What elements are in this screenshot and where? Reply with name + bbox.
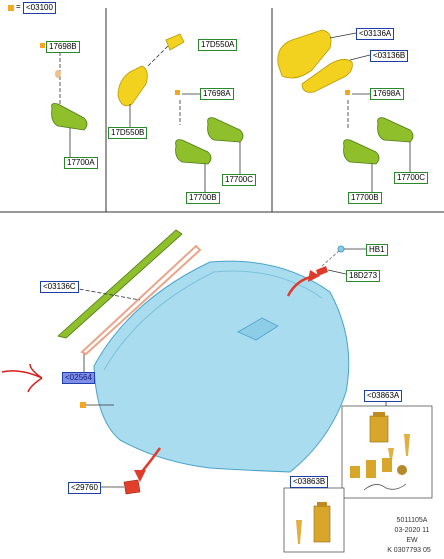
sensor-wire (321, 249, 341, 267)
lower-clip-part-icon (123, 479, 141, 495)
windshield-moulding-icon (57, 229, 183, 339)
part-label-03136a[interactable]: <03136A (356, 28, 395, 40)
rear-view-mirror-a-icon (51, 103, 88, 131)
rear-view-mirror-b2-icon (343, 139, 380, 165)
kit-a-vial-2-icon (366, 460, 376, 478)
part-label-17d550b[interactable]: 17D550B (108, 127, 148, 139)
sensor-mount-icon (237, 317, 279, 341)
part-label-17698a-b[interactable]: 17698A (200, 88, 234, 100)
part-label-03863b[interactable]: <03863B (290, 476, 329, 488)
clip-swatch-b-icon (175, 90, 180, 95)
footer-code-line3: EW (406, 537, 418, 544)
part-label-18d273[interactable]: 18D273 (346, 270, 381, 282)
part-label-29760[interactable]: <29760 (68, 482, 101, 494)
leader-b1 (147, 45, 169, 67)
part-label-17700b-b[interactable]: 17700B (186, 192, 220, 204)
clip-swatch-c-icon (345, 90, 350, 95)
kit-b-cap-icon (317, 502, 327, 507)
kit-a-cap-icon (373, 412, 385, 417)
leader-c2 (349, 54, 371, 61)
part-label-17d550a[interactable]: 17D550A (198, 39, 238, 51)
part-label-17700b-c[interactable]: 17700B (348, 192, 382, 204)
legend-swatch-icon (8, 5, 14, 11)
lower-clip-arrowhead-icon (134, 470, 146, 482)
kit-a-nozzle-icon (404, 434, 410, 456)
part-label-17700c-b[interactable]: 17700C (222, 174, 257, 186)
mirror-housing-cover-b-icon (301, 59, 353, 93)
kit-a-pad-icon (397, 465, 407, 475)
mirror-cover-icon (165, 33, 185, 51)
rear-view-mirror-b-icon (175, 139, 212, 165)
kit-b-cartridge-icon (313, 505, 331, 543)
rear-view-mirror-c-icon (207, 117, 244, 143)
footer-code-line1: 5011105A (396, 517, 428, 524)
kit-a-cord-icon (363, 483, 407, 491)
part-label-hb1[interactable]: HB1 (366, 244, 388, 256)
kit-b-nozzle-icon (296, 520, 302, 544)
windshield-edge-line (103, 270, 323, 371)
part-label-02564[interactable]: <02564 (62, 372, 95, 384)
kit-a-cartridge-icon (369, 415, 389, 443)
windshield-seal-icon (80, 244, 202, 356)
part-label-17698b[interactable]: 17698B (46, 41, 80, 53)
rear-view-mirror-c2-icon (377, 117, 414, 143)
part-label-03136c[interactable]: <03136C (40, 281, 79, 293)
windshield-glass-icon (93, 260, 350, 473)
part-label-17698a-c[interactable]: 17698A (370, 88, 404, 100)
kit-a-vial-1-icon (350, 466, 360, 478)
leader-c1 (329, 32, 357, 39)
clip-swatch-icon (40, 43, 45, 48)
legend-equals: = (16, 2, 21, 11)
part-label-17700c-c[interactable]: 17700C (394, 172, 429, 184)
sensor-bracket-icon (337, 245, 345, 253)
annotation-arrow-icon (1, 363, 43, 393)
leader-w5 (327, 269, 347, 275)
mirror-base-icon (117, 65, 148, 107)
footer-code-line4: K 0307793 05 (387, 547, 431, 554)
part-label-17700a[interactable]: 17700A (64, 157, 98, 169)
lower-clip-swatch-icon (80, 402, 86, 408)
part-label-03136b[interactable]: <03136B (370, 50, 409, 62)
legend-ref-label[interactable]: <03100 (23, 2, 56, 14)
connector-arrowhead-icon (308, 270, 320, 282)
clip-part-icon (55, 70, 61, 78)
part-label-03863a[interactable]: <03863A (364, 390, 403, 402)
mirror-housing-cover-a-icon (277, 29, 332, 79)
connector-part-icon (316, 266, 328, 276)
footer-code-line2: 03-2020 11 (394, 527, 430, 534)
kit-a-nozzle-2-icon (388, 448, 394, 460)
kit-a-vial-3-icon (382, 458, 392, 472)
